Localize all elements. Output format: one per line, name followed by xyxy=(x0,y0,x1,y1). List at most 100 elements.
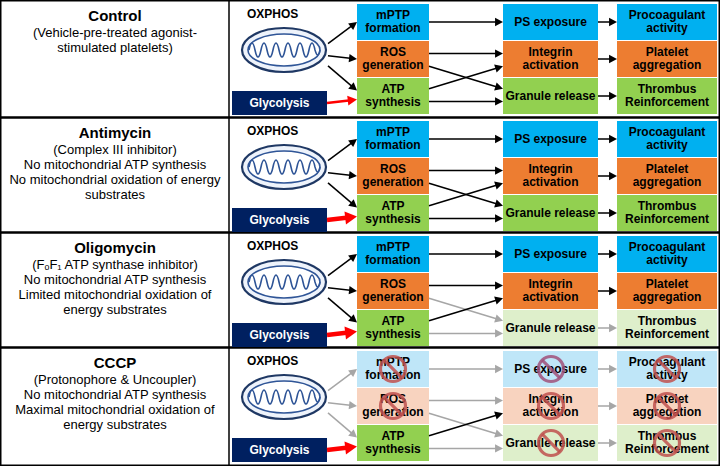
prohibition-sign xyxy=(652,391,682,421)
arrow-head xyxy=(344,441,357,454)
arrow-connector xyxy=(328,54,357,62)
prohibition-sign xyxy=(536,354,566,384)
arrow-line xyxy=(429,185,496,206)
arrow-connector xyxy=(429,97,503,105)
outer-membrane xyxy=(242,375,326,419)
response-box: PS exposure xyxy=(503,121,598,157)
arrow-head xyxy=(609,92,617,100)
response-box: Integrin activation xyxy=(503,158,598,194)
process-box: ATP synthesis xyxy=(357,425,429,461)
condition-note: (Protonophore & Uncoupler) xyxy=(34,372,197,387)
arrow-connector xyxy=(328,401,357,409)
arrow-connector xyxy=(429,281,503,289)
response-box: PS exposure xyxy=(503,236,598,272)
box-label: Integrin activation xyxy=(505,163,596,189)
outcome-box: Platelet aggregation xyxy=(617,41,717,77)
prohibition-circle xyxy=(381,357,406,382)
arrow-head xyxy=(344,211,357,224)
box-label: ROS generation xyxy=(359,163,427,189)
arrow-connector xyxy=(429,329,503,337)
glycolysis-box: Glycolysis xyxy=(232,208,327,232)
prohibition-sign xyxy=(536,391,566,421)
arrow-head xyxy=(349,401,357,409)
outer-membrane xyxy=(242,145,326,189)
arrow-connector xyxy=(598,439,617,447)
arrow-line xyxy=(598,405,610,407)
arrow-line xyxy=(328,56,350,58)
box-label: ATP synthesis xyxy=(359,430,427,456)
arrow-head xyxy=(348,22,357,30)
prohibition-circle xyxy=(538,431,563,456)
arrow-connector xyxy=(328,139,357,161)
arrow-head xyxy=(495,18,503,26)
prohibition-circle xyxy=(538,357,563,382)
arrow-head xyxy=(494,314,503,322)
arrow-connector xyxy=(598,92,617,100)
process-box: mPTP formation xyxy=(357,4,429,40)
condition-note: (Complex III inhibitor) xyxy=(53,142,177,157)
inner-membrane xyxy=(248,381,320,413)
cristae xyxy=(249,160,320,174)
condition-note: No mitochondrial ATP synthesis xyxy=(24,272,206,287)
arrow-connector xyxy=(429,412,503,436)
row-divider xyxy=(0,231,720,234)
arrow-head xyxy=(494,429,503,437)
mitochondrion-symbol xyxy=(240,373,328,421)
arrow-line xyxy=(429,368,496,370)
arrow-line xyxy=(328,183,352,203)
condition-note: No mitochondrial ATP synthesis xyxy=(24,387,206,402)
response-box: Integrin activation xyxy=(503,273,598,309)
arrow-connector xyxy=(429,297,503,321)
arrow-connector xyxy=(598,55,617,63)
arrow-line xyxy=(598,175,610,177)
process-box: mPTP formation xyxy=(357,351,429,387)
condition-heading: CCCP xyxy=(94,354,137,372)
prohibition-sign xyxy=(536,428,566,458)
box-label: Platelet aggregation xyxy=(619,278,715,304)
arrow-connector xyxy=(328,66,357,91)
outcome-box: Procoagulant activity xyxy=(617,121,717,157)
arrow-head xyxy=(495,166,503,174)
arrow-head xyxy=(495,444,503,452)
mitochondrion-symbol xyxy=(240,143,328,191)
arrow-connector xyxy=(328,254,357,276)
condition-cell: Control(Vehicle-pre-treated agonist-stim… xyxy=(3,4,227,115)
arrow-head xyxy=(495,250,503,258)
arrow-head xyxy=(495,49,503,57)
arrow-head xyxy=(609,324,617,332)
arrow-head xyxy=(347,96,357,106)
arrow-line xyxy=(327,101,349,103)
box-label: PS exposure xyxy=(514,248,587,261)
pathway-label: OXPHOS xyxy=(240,4,328,22)
pathway-label: OXPHOS xyxy=(240,351,328,369)
arrow-line xyxy=(328,298,352,318)
outcome-box: Thrombus Reinforcement xyxy=(617,310,717,346)
prohibition-circle xyxy=(655,431,680,456)
arrow-head xyxy=(494,199,503,207)
inner-membrane xyxy=(248,266,320,298)
arrow-connector xyxy=(429,49,503,57)
arrow-head xyxy=(495,281,503,289)
box-label: Platelet aggregation xyxy=(619,163,715,189)
arrow-head xyxy=(348,139,357,147)
arrow-line xyxy=(598,253,610,255)
box-label: Procoagulant activity xyxy=(619,126,715,152)
arrow-head xyxy=(348,254,357,262)
process-box: ROS generation xyxy=(357,388,429,424)
outer-membrane xyxy=(242,28,326,72)
box-label: Procoagulant activity xyxy=(619,9,715,35)
arrow-connector xyxy=(429,18,503,26)
box-label: Thrombus Reinforcement xyxy=(619,83,715,109)
arrow-head xyxy=(609,55,617,63)
arrow-head xyxy=(609,250,617,258)
arrow-line xyxy=(328,403,350,405)
arrow-head xyxy=(495,329,503,337)
arrow-head xyxy=(609,172,617,180)
arrow-line xyxy=(429,300,496,321)
arrow-line xyxy=(598,327,610,329)
arrow-line xyxy=(429,218,496,220)
arrow-head xyxy=(348,199,357,207)
arrow-head xyxy=(349,54,357,62)
arrow-line xyxy=(327,448,346,450)
